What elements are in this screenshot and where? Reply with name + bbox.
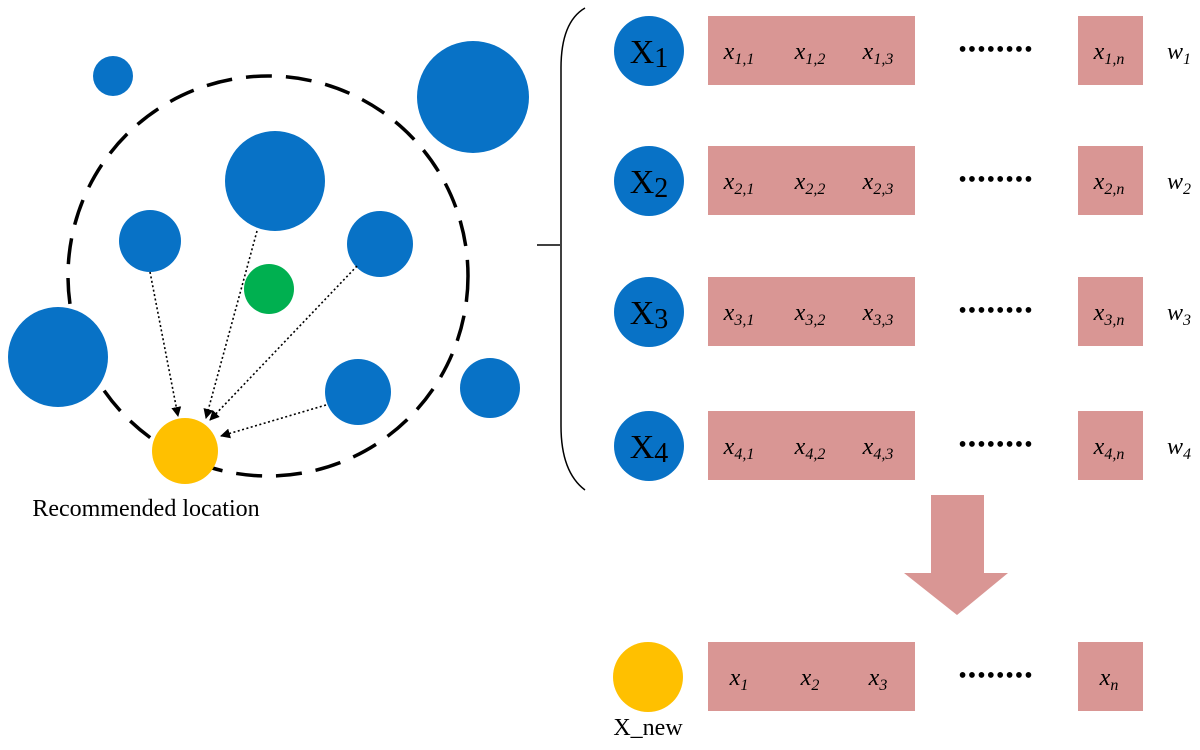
feature-value: x2,1 (723, 169, 755, 198)
influence-arrow (220, 404, 327, 439)
location-node (417, 41, 529, 153)
result-last-box (1078, 642, 1143, 711)
ellipsis: •••••••• (958, 663, 1033, 689)
influence-arrow (203, 230, 258, 419)
sample-node (614, 277, 684, 347)
influence-arrow (149, 271, 182, 417)
ellipsis: •••••••• (958, 432, 1033, 458)
location-node (8, 307, 108, 407)
neighborhood-boundary (66, 74, 470, 478)
new-location-node (613, 642, 683, 712)
location-node (93, 56, 133, 96)
sample-node-label: X1 (630, 34, 669, 74)
weight-label: w3 (1167, 300, 1191, 329)
sample-node-label: X3 (630, 295, 669, 335)
location-node (119, 210, 181, 272)
ellipsis: •••••••• (958, 298, 1033, 324)
feature-row: X3 x3,1 x3,2 x3,3 •••••••• x3,n w3 (614, 277, 1191, 347)
center-node (244, 264, 294, 314)
weight-label: w1 (1167, 39, 1191, 68)
result-cells-box (708, 642, 915, 711)
feature-cells-box (708, 411, 915, 480)
feature-cells-box (708, 277, 915, 346)
feature-value: x4,n (1093, 434, 1125, 463)
last-feature-box (1078, 277, 1143, 346)
last-feature-box (1078, 16, 1143, 85)
neighborhood-panel: Recommended location (8, 41, 529, 522)
result-row: X_new x1 x2 x3 •••••••• xn (613, 642, 1143, 741)
location-node (347, 211, 413, 277)
feature-value: x1,3 (862, 39, 894, 68)
recommended-location-caption: Recommended location (32, 496, 259, 522)
new-location-label: X_new (613, 715, 683, 741)
feature-value: x3,n (1093, 300, 1125, 329)
result-value: xn (1099, 665, 1119, 694)
influence-arrow (209, 265, 358, 421)
last-feature-box (1078, 146, 1143, 215)
feature-value: x4,1 (723, 434, 755, 463)
feature-value: x1,n (1093, 39, 1125, 68)
feature-value: x4,3 (862, 434, 894, 463)
feature-row: X1 x1,1 x1,2 x1,3 •••••••• x1,n w1 (614, 16, 1191, 86)
result-value: x1 (729, 665, 749, 694)
weight-label: w4 (1167, 434, 1191, 463)
feature-value: x2,3 (862, 169, 894, 198)
feature-value: x1,2 (794, 39, 826, 68)
sample-node (614, 16, 684, 86)
feature-value: x4,2 (794, 434, 826, 463)
last-feature-box (1078, 411, 1143, 480)
ellipsis: •••••••• (958, 167, 1033, 193)
result-value: x3 (868, 665, 888, 694)
ellipsis: •••••••• (958, 37, 1033, 63)
recommended-location-node (152, 418, 218, 484)
location-node (325, 359, 391, 425)
grouping-brace (560, 7, 586, 491)
sample-node-label: X4 (630, 429, 669, 469)
feature-value: x2,n (1093, 169, 1125, 198)
feature-value: x2,2 (794, 169, 826, 198)
sample-node (614, 146, 684, 216)
feature-value: x3,3 (862, 300, 894, 329)
location-node (225, 131, 325, 231)
feature-cells-box (708, 146, 915, 215)
feature-row: X2 x2,1 x2,2 x2,3 •••••••• x2,n w2 (614, 146, 1191, 216)
sample-node (614, 411, 684, 481)
feature-value: x3,1 (723, 300, 755, 329)
result-value: x2 (800, 665, 820, 694)
feature-value: x1,1 (723, 39, 755, 68)
aggregation-arrow (904, 495, 1008, 615)
sample-node-label: X2 (630, 164, 669, 204)
feature-cells-box (708, 16, 915, 85)
feature-value: x3,2 (794, 300, 826, 329)
feature-row: X4 x4,1 x4,2 x4,3 •••••••• x4,n w4 (614, 411, 1191, 481)
weight-label: w2 (1167, 169, 1191, 198)
location-node (460, 358, 520, 418)
